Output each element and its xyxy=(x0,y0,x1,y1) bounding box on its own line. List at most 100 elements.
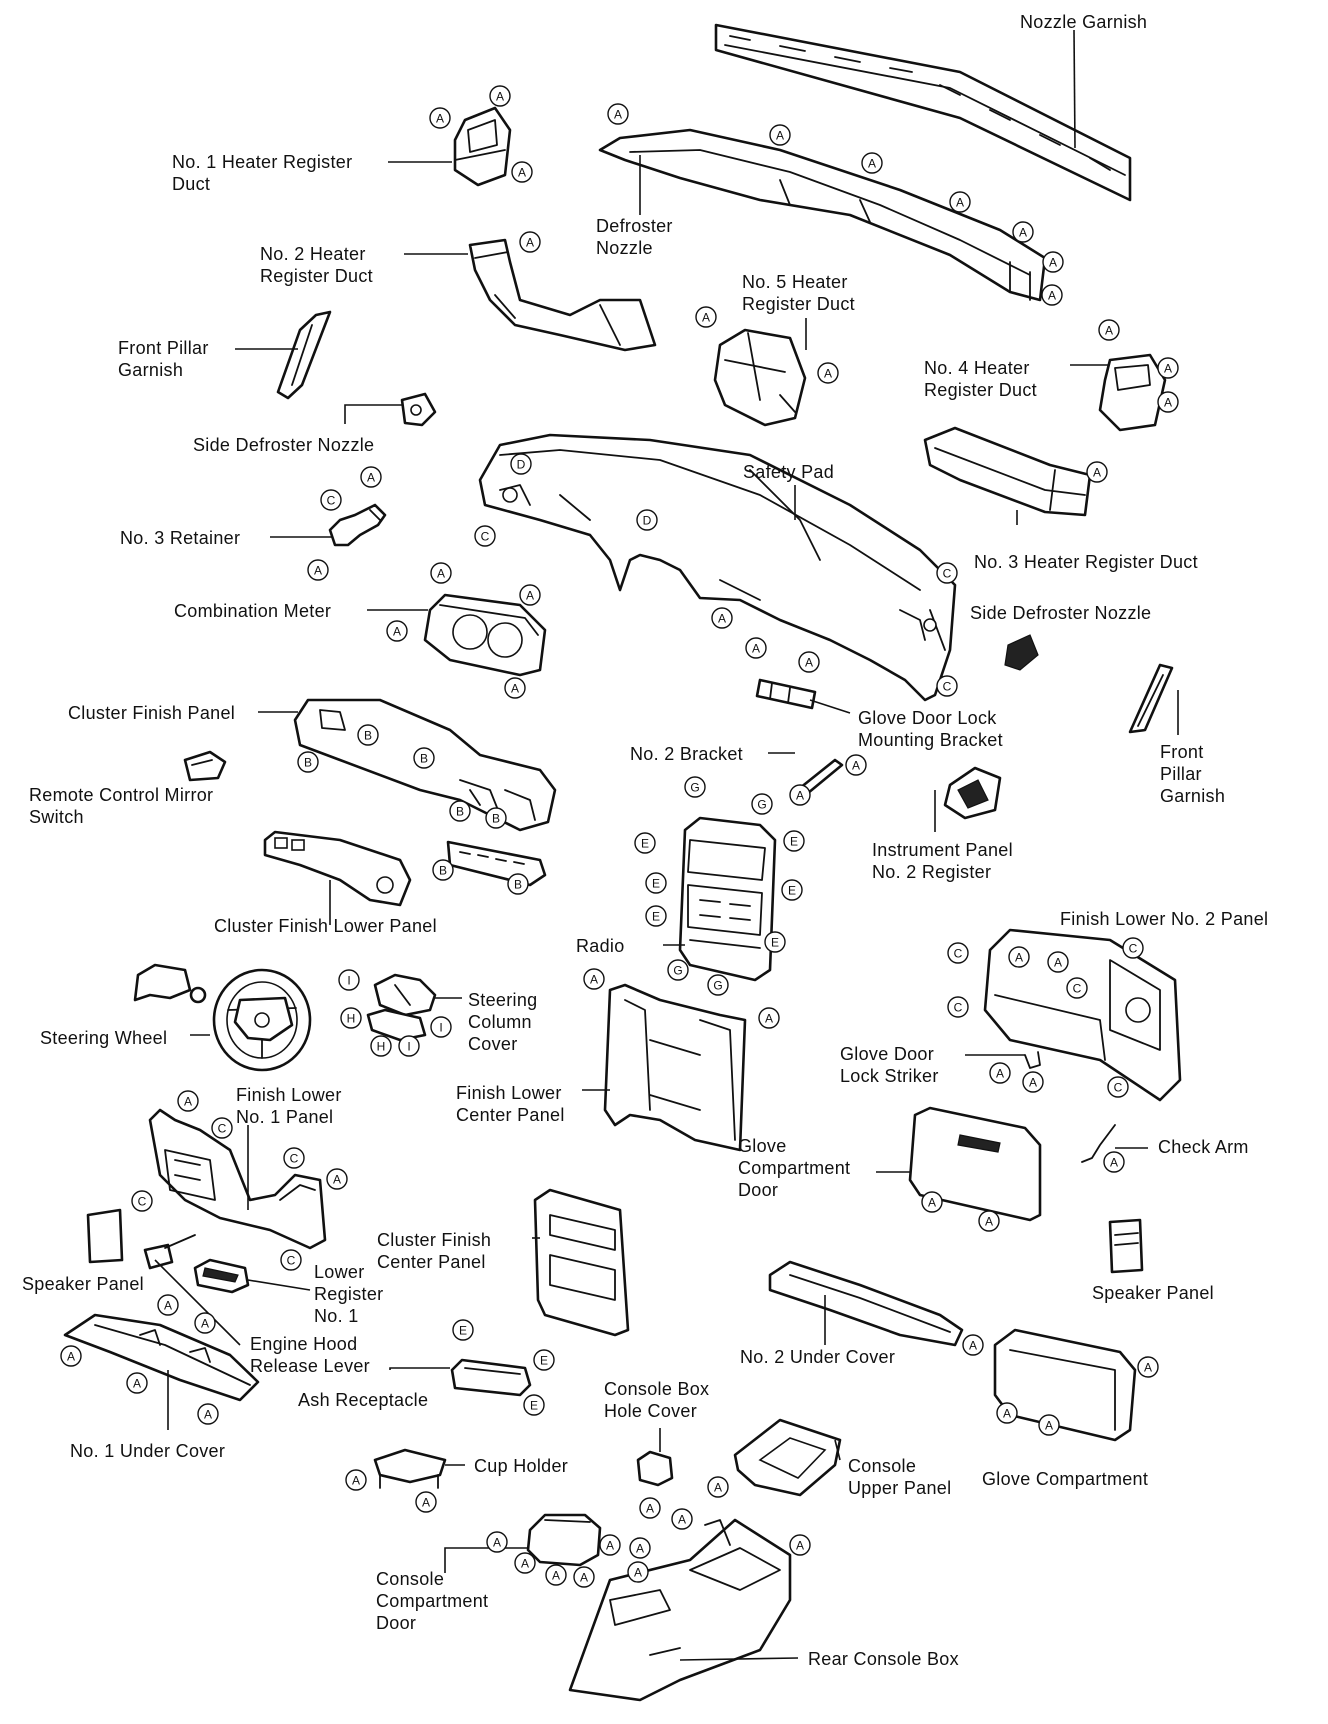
console-box-hole-cover-part xyxy=(636,1450,674,1487)
marker-c: C xyxy=(474,525,496,547)
marker-letter: A xyxy=(184,1095,192,1109)
label-side-defroster-nozzle-right-line-1: Side Defroster Nozzle xyxy=(970,603,1151,623)
label-finish-lower-center-panel-line-1: Finish Lower xyxy=(456,1083,562,1103)
label-cluster-finish-center-panel-line-2: Center Panel xyxy=(377,1252,486,1272)
marker-letter: A xyxy=(969,1339,977,1353)
label-glove-compartment: Glove Compartment xyxy=(982,1469,1148,1489)
marker-a: A xyxy=(978,1210,1000,1232)
speaker-panel-right-part xyxy=(1108,1218,1144,1274)
label-check-arm-line-1: Check Arm xyxy=(1158,1137,1249,1157)
marker-letter: D xyxy=(517,458,526,472)
label-engine-hood-release-lever-line-2: Release Lever xyxy=(250,1356,370,1376)
marker-a: A xyxy=(639,1497,661,1519)
marker-d: D xyxy=(510,453,532,475)
marker-g: G xyxy=(707,974,729,996)
marker-letter: A xyxy=(985,1215,993,1229)
marker-a: A xyxy=(861,152,883,174)
lower-register-no1-part xyxy=(193,1258,250,1294)
marker-letter: A xyxy=(393,625,401,639)
glove-door-lock-striker-part xyxy=(1024,1051,1041,1069)
label-lower-register-no1-line-3: No. 1 xyxy=(314,1306,359,1326)
marker-a: A xyxy=(989,1062,1011,1084)
marker-a: A xyxy=(1022,1071,1044,1093)
marker-letter: B xyxy=(439,864,447,878)
marker-letter: A xyxy=(590,973,598,987)
marker-e: E xyxy=(533,1349,555,1371)
label-front-pillar-garnish-left-line-1: Front Pillar xyxy=(118,338,209,358)
label-lower-register-no1-line-2: Register xyxy=(314,1284,383,1304)
label-remote-control-mirror-switch-line-2: Switch xyxy=(29,807,84,827)
marker-e: E xyxy=(764,931,786,953)
marker-letter: A xyxy=(996,1067,1004,1081)
label-cup-holder-line-1: Cup Holder xyxy=(474,1456,568,1476)
marker-a: A xyxy=(430,562,452,584)
marker-a: A xyxy=(1042,251,1064,273)
label-finish-lower-no1-panel-line-2: No. 1 Panel xyxy=(236,1107,333,1127)
marker-e: E xyxy=(452,1319,474,1341)
marker-letter: A xyxy=(204,1408,212,1422)
label-nozzle-garnish-line-1: Nozzle Garnish xyxy=(1020,12,1147,32)
marker-g: G xyxy=(684,776,706,798)
steering-column-cover-part xyxy=(366,973,437,1042)
marker-a: A xyxy=(583,968,605,990)
remote-control-mirror-switch-part xyxy=(183,750,227,782)
marker-letter: C xyxy=(327,494,336,508)
marker-letter: A xyxy=(868,157,876,171)
marker-letter: H xyxy=(377,1040,386,1054)
marker-letter: C xyxy=(943,680,952,694)
label-console-box-hole-cover-line-1: Console Box xyxy=(604,1379,709,1399)
steering-pad-part xyxy=(133,963,207,1004)
label-finish-lower-no2-panel: Finish Lower No. 2 Panel xyxy=(1060,909,1268,929)
marker-letter: A xyxy=(521,1557,529,1571)
marker-letter: I xyxy=(347,974,350,988)
marker-letter: B xyxy=(514,878,522,892)
marker-a: A xyxy=(519,584,541,606)
marker-letter: A xyxy=(928,1196,936,1210)
label-front-pillar-garnish-right-line-3: Garnish xyxy=(1160,786,1225,806)
finish-lower-no2-panel-part xyxy=(983,928,1182,1102)
label-no4-heater-register-duct-line-2: Register Duct xyxy=(924,380,1037,400)
marker-letter: A xyxy=(606,1539,614,1553)
label-instrument-panel-no2-register-line-2: No. 2 Register xyxy=(872,862,991,882)
no3-retainer-part xyxy=(328,503,387,547)
marker-a: A xyxy=(707,1476,729,1498)
marker-a: A xyxy=(1041,284,1063,306)
console-upper-panel-part xyxy=(733,1418,842,1497)
marker-letter: C xyxy=(1114,1081,1123,1095)
label-console-compartment-door-line-2: Compartment xyxy=(376,1591,488,1611)
marker-a: A xyxy=(789,1534,811,1556)
marker-a: A xyxy=(486,1531,508,1553)
marker-letter: C xyxy=(481,530,490,544)
label-console-compartment-door-line-3: Door xyxy=(376,1613,416,1633)
label-no2-bracket-line-1: No. 2 Bracket xyxy=(630,744,743,764)
marker-letter: A xyxy=(852,759,860,773)
marker-letter: A xyxy=(352,1474,360,1488)
marker-c: C xyxy=(131,1190,153,1212)
front-pillar-garnish-right-part xyxy=(1128,663,1174,734)
marker-a: A xyxy=(798,651,820,673)
marker-letter: A xyxy=(1048,289,1056,303)
label-no4-heater-register-duct-line-1: No. 4 Heater xyxy=(924,358,1030,378)
label-no2-bracket: No. 2 Bracket xyxy=(630,744,743,764)
marker-a: A xyxy=(845,754,867,776)
marker-c: C xyxy=(211,1117,233,1139)
marker-a: A xyxy=(711,607,733,629)
marker-a: A xyxy=(1103,1151,1125,1173)
marker-letter: A xyxy=(796,789,804,803)
marker-letter: C xyxy=(954,1001,963,1015)
marker-letter: H xyxy=(347,1012,356,1026)
label-cluster-finish-panel: Cluster Finish Panel xyxy=(68,703,235,723)
marker-e: E xyxy=(634,832,656,854)
marker-letter: A xyxy=(493,1536,501,1550)
side-defroster-nozzle-left-part xyxy=(400,392,437,427)
